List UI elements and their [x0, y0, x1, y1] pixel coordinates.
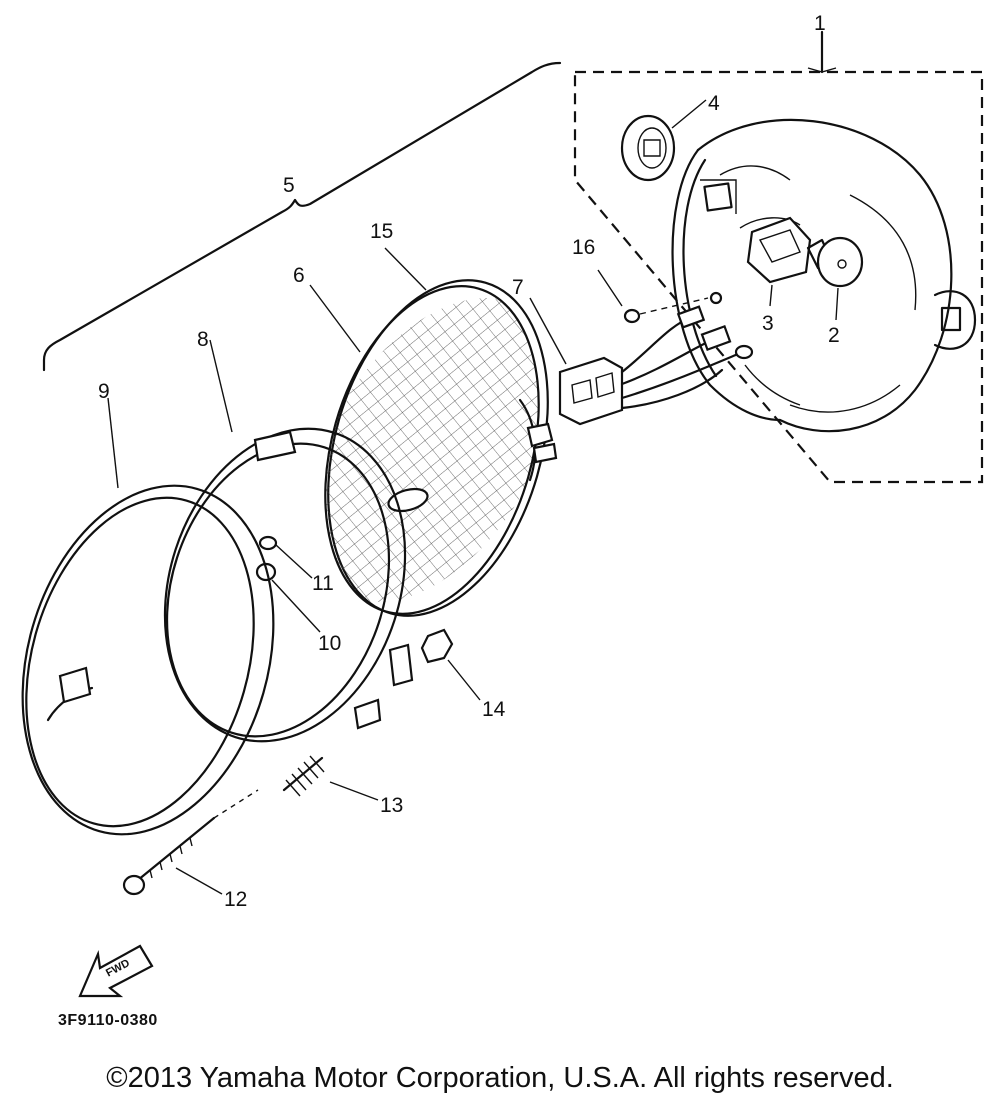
callout-2: 2 [828, 324, 840, 347]
outer-rim-part-9 [21, 397, 275, 836]
callout-5: 5 [283, 174, 295, 197]
spring-part-13 [282, 755, 379, 801]
forward-direction-arrow: FWD [78, 944, 154, 998]
inner-ring-part-8 [163, 339, 414, 743]
callout-15: 15 [370, 220, 393, 243]
screw-part-16 [597, 269, 709, 324]
headlight-exploded-diagram: FWD 1 2 3 4 5 6 7 8 9 10 11 12 13 14 15 … [21, 12, 984, 998]
socket-part-3 [746, 216, 812, 307]
callout-10: 10 [318, 632, 341, 655]
callout-14: 14 [482, 698, 506, 721]
callout-3: 3 [762, 312, 774, 335]
callout-6: 6 [293, 264, 305, 287]
grommet-part-4 [620, 99, 707, 182]
callout-13: 13 [380, 794, 403, 817]
lens-unit-bracket-5 [42, 61, 562, 372]
adjusting-screw-part-12 [122, 789, 259, 896]
callout-4: 4 [708, 92, 720, 115]
sealed-beam-lens-part-6 [309, 279, 558, 617]
bulb-part-2 [806, 236, 864, 321]
callout-1: 1 [814, 12, 826, 35]
connector-part-7 [529, 297, 754, 426]
callout-labels: 1 2 3 4 5 6 7 8 9 10 11 12 13 14 15 16 [98, 12, 840, 911]
callout-11: 11 [312, 572, 334, 595]
copyright-notice: ©2013 Yamaha Motor Corporation, U.S.A. A… [106, 1062, 894, 1094]
callout-9: 9 [98, 380, 110, 403]
screw-washer-parts-10-11 [255, 535, 321, 633]
callout-16: 16 [572, 236, 595, 259]
housing-assembly-box [573, 30, 984, 484]
callout-12: 12 [224, 888, 247, 911]
nut-part-14 [420, 628, 481, 701]
part-code-label: 3F9110-0380 [58, 1012, 158, 1029]
callout-7: 7 [512, 276, 524, 299]
callout-8: 8 [197, 328, 209, 351]
headlight-housing [671, 118, 977, 433]
